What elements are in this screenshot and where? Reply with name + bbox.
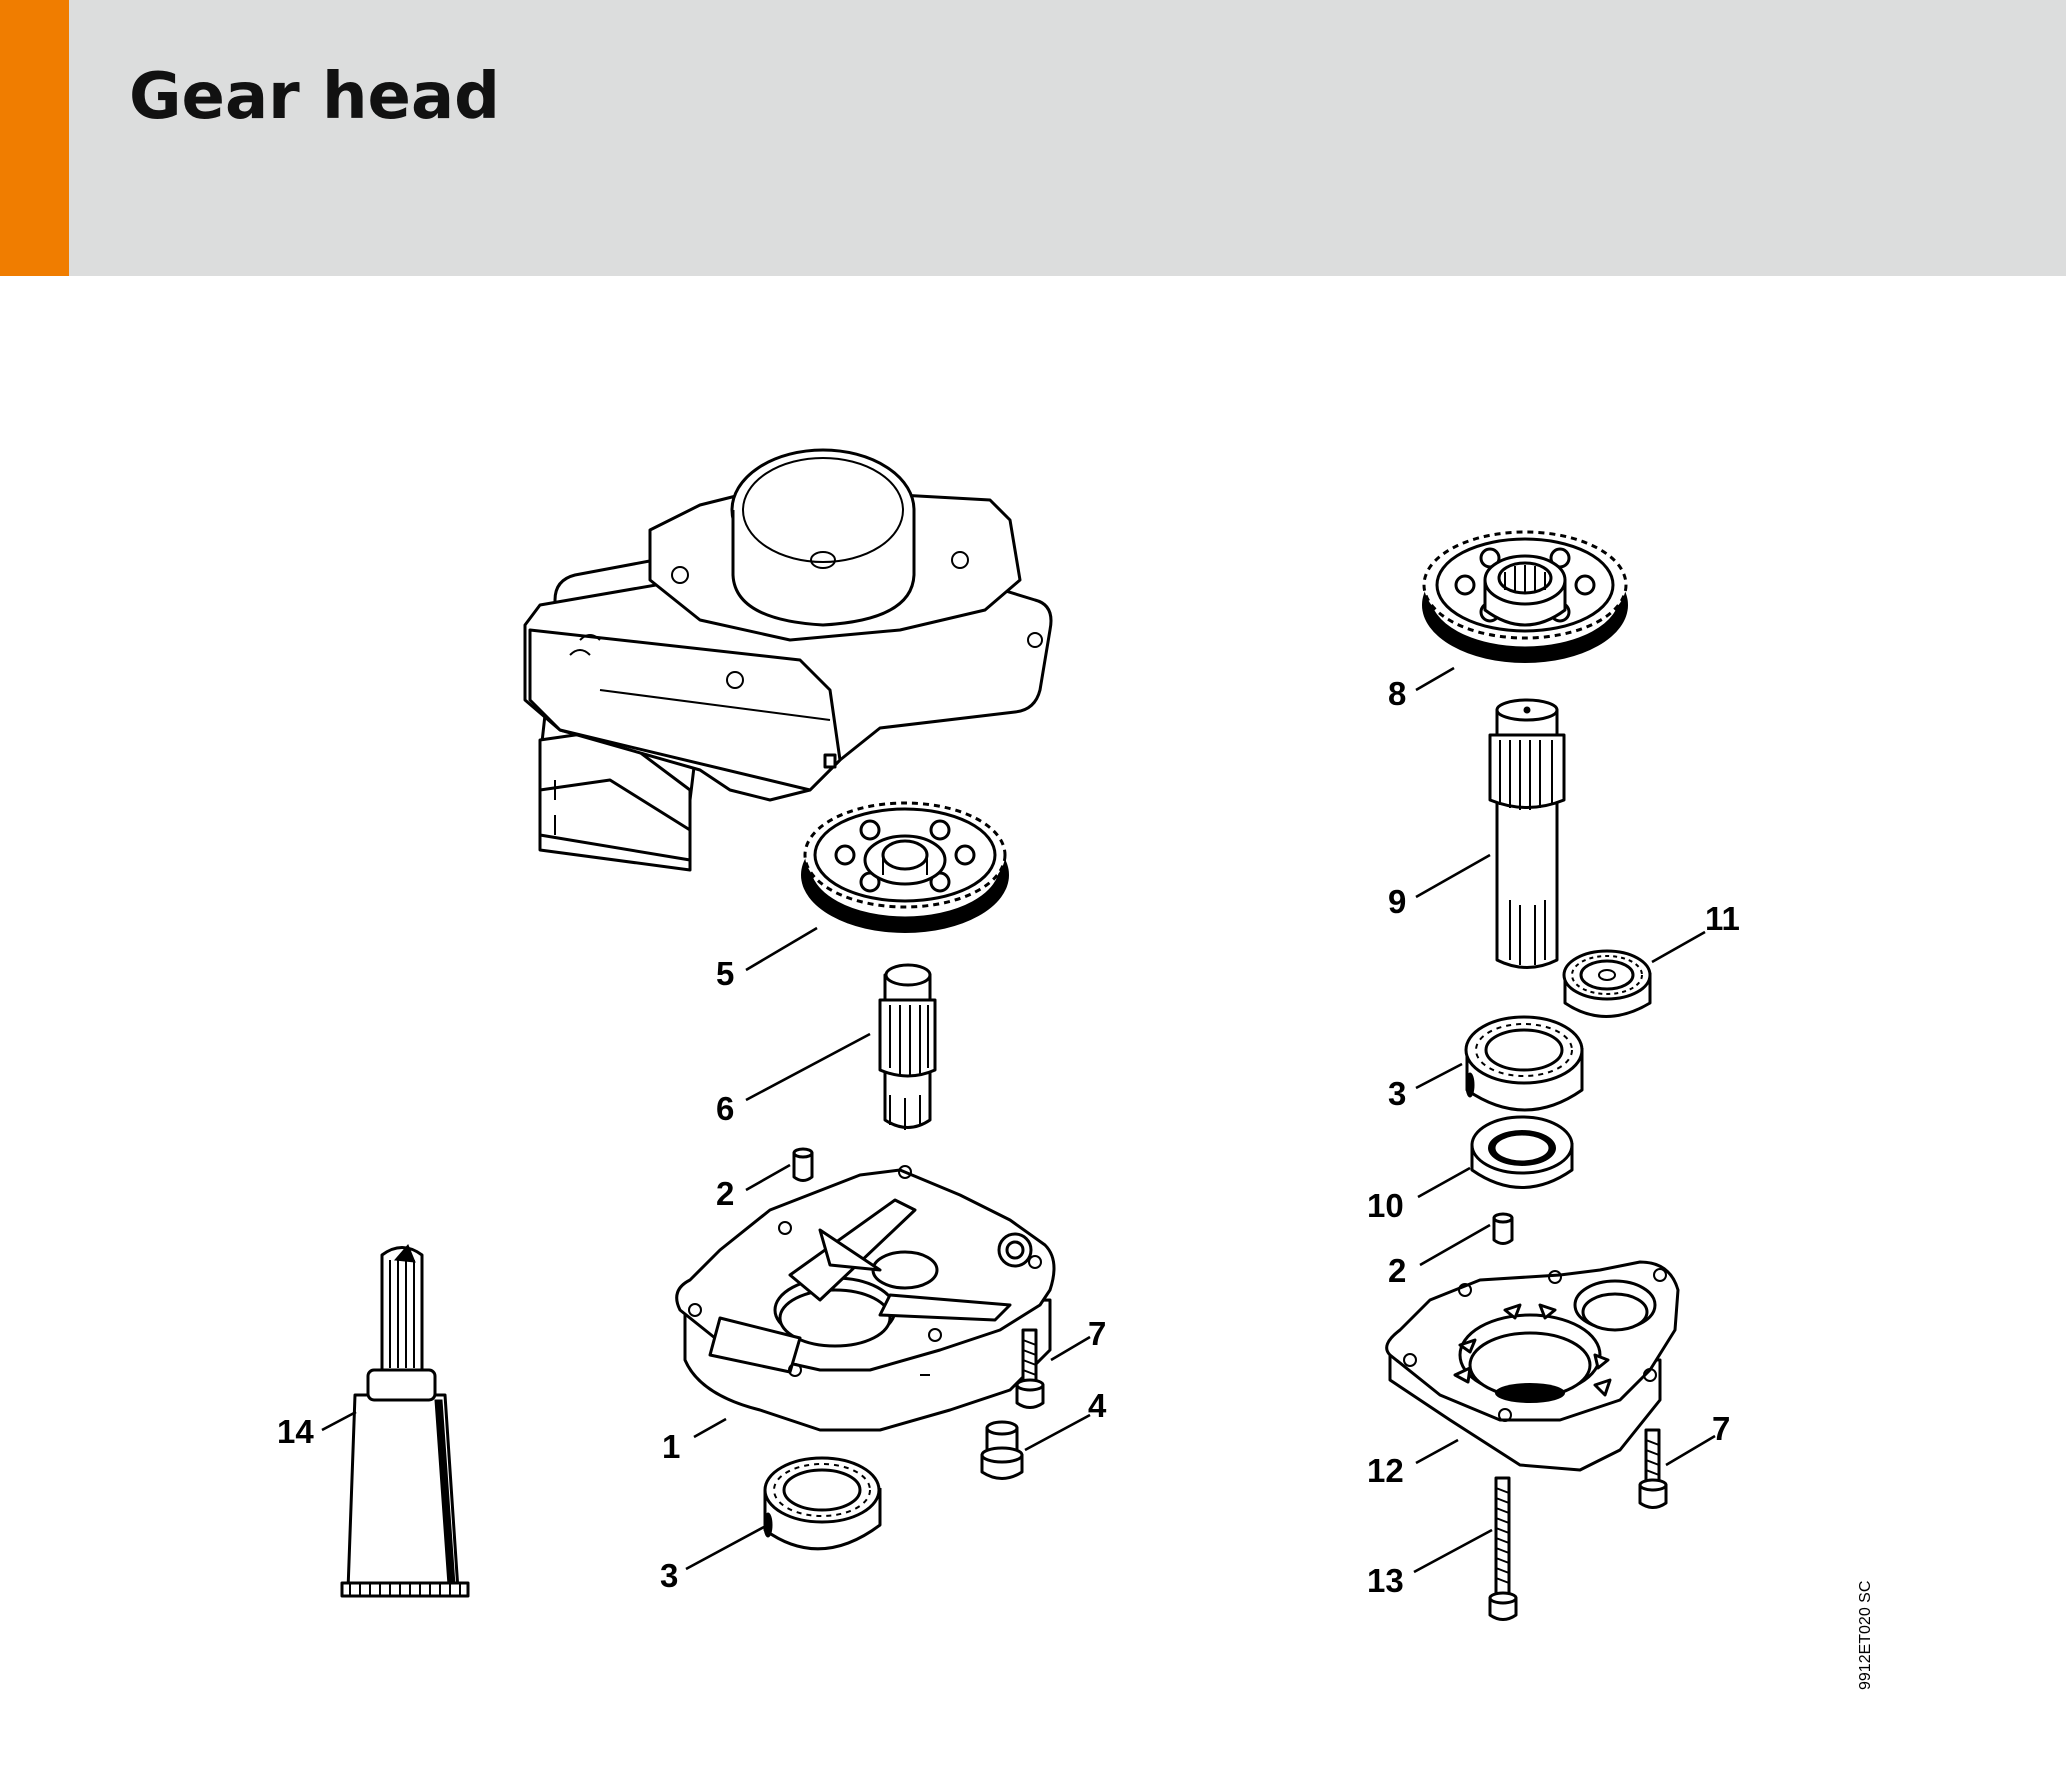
callout-3: 3 (660, 1557, 678, 1594)
dowel-pin[interactable] (792, 1147, 814, 1182)
oil-seal[interactable] (1470, 1115, 1574, 1189)
callout-8: 8 (1388, 675, 1406, 712)
spur-gear[interactable] (801, 801, 1009, 933)
gear-housing[interactable] (523, 448, 1053, 872)
callout-11: 11 (1705, 900, 1740, 937)
callout-5: 5 (716, 955, 734, 992)
callout-6: 6 (716, 1090, 734, 1127)
callout-7: 7 (1712, 1410, 1730, 1447)
callouts: 5 6 2 1 3 7 4 14 8 9 11 3 10 2 12 7 13 (277, 675, 1740, 1599)
ball-bearing[interactable] (1464, 1015, 1584, 1112)
callout-3: 3 (1388, 1075, 1406, 1112)
spur-gear-large[interactable] (1422, 530, 1628, 663)
callout-7: 7 (1088, 1315, 1106, 1352)
callout-13: 13 (1367, 1562, 1404, 1599)
callout-1: 1 (662, 1428, 680, 1465)
callout-9: 9 (1388, 883, 1406, 920)
small-ball-bearing[interactable] (1562, 949, 1652, 1018)
long-screw[interactable] (1488, 1476, 1518, 1621)
page-title: Gear head (129, 60, 500, 134)
callout-14: 14 (277, 1413, 314, 1450)
screw[interactable] (1638, 1428, 1668, 1509)
callout-12: 12 (1367, 1452, 1404, 1489)
output-shaft[interactable] (1488, 698, 1566, 969)
grease-tube[interactable] (340, 1244, 470, 1598)
callout-2: 2 (716, 1175, 734, 1212)
callout-2: 2 (1388, 1252, 1406, 1289)
dowel-pin[interactable] (1492, 1212, 1514, 1245)
ball-bearing[interactable] (763, 1456, 882, 1551)
header-band: Gear head (0, 0, 2066, 276)
plug[interactable] (980, 1420, 1024, 1480)
callout-4: 4 (1088, 1387, 1107, 1424)
callout-10: 10 (1367, 1187, 1404, 1224)
accent-bar (0, 0, 69, 276)
pinion-shaft[interactable] (878, 963, 937, 1130)
reference-code: 9912ET020 SC (1857, 1581, 1874, 1690)
leader-lines (321, 666, 1716, 1574)
gear-cover[interactable] (1385, 1260, 1680, 1472)
screw[interactable] (1015, 1328, 1045, 1409)
housing-cover[interactable] (675, 1165, 1056, 1432)
